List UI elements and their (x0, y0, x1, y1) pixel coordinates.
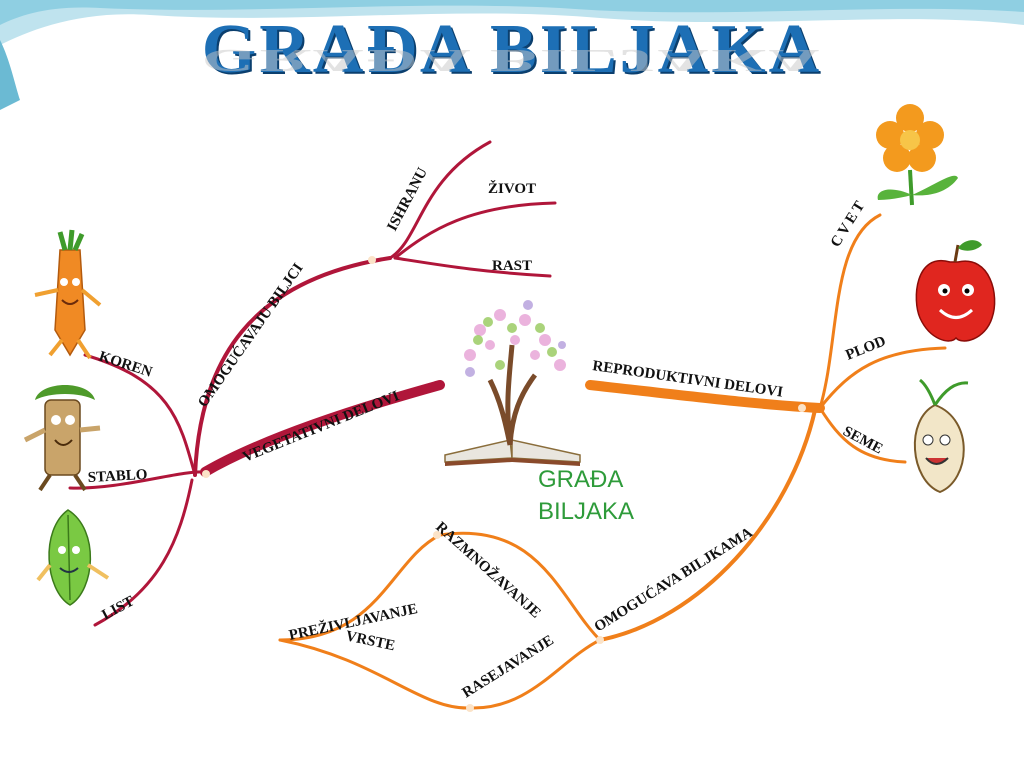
carrot-icon (34, 229, 102, 360)
book-tree-illustration (444, 300, 581, 466)
part-list-label: LIST (99, 593, 137, 623)
center-title-line1: GRAĐA (538, 466, 624, 493)
apple-icon (915, 240, 996, 342)
vegetative-node (202, 470, 210, 478)
reproductive-node (798, 404, 806, 412)
enable-rasejavanje-label: RASEJAVANJE (460, 632, 557, 701)
seed-icon (914, 378, 969, 494)
vegetative-branch (68, 140, 557, 627)
center-title-line2: BILJAKA (538, 498, 635, 525)
tree-trunk-icon (23, 385, 101, 492)
reproductive-enable-label: OMOGUĆAVA BILJKAMA (591, 524, 756, 636)
enable-ishranu-label: ISHRANU (384, 165, 431, 234)
reproduction-enable-node (596, 636, 604, 644)
part-cvet-label: CVET (828, 196, 870, 250)
part-koren-label: KOREN (97, 349, 154, 381)
vegetative-label: VEGETATIVNI DELOVI (241, 388, 402, 466)
rasejavanje-node (466, 704, 474, 712)
enable-rast-label: RAST (492, 258, 532, 274)
enable-razmnozavanje-label: RAZMNOŽAVANJE (432, 518, 544, 621)
enable-vrste-label: VRSTE (344, 628, 396, 654)
center-title: GRAĐA BILJAKA (538, 464, 634, 528)
flower-icon (876, 104, 958, 206)
part-stablo-label: STABLO (87, 467, 148, 486)
leaf-icon (36, 509, 110, 606)
enable-zivot-label: ŽIVOT (488, 180, 536, 197)
enable-node (368, 256, 376, 264)
vegetative-enable-label: OMOGUĆAVAJU BILJCI (194, 260, 306, 410)
reproductive-branch (278, 213, 947, 710)
page-title: GRAĐA BILJAKA (201, 11, 823, 88)
header-wave-decoration (0, 0, 1024, 110)
razmnozavanje-node (433, 531, 441, 539)
